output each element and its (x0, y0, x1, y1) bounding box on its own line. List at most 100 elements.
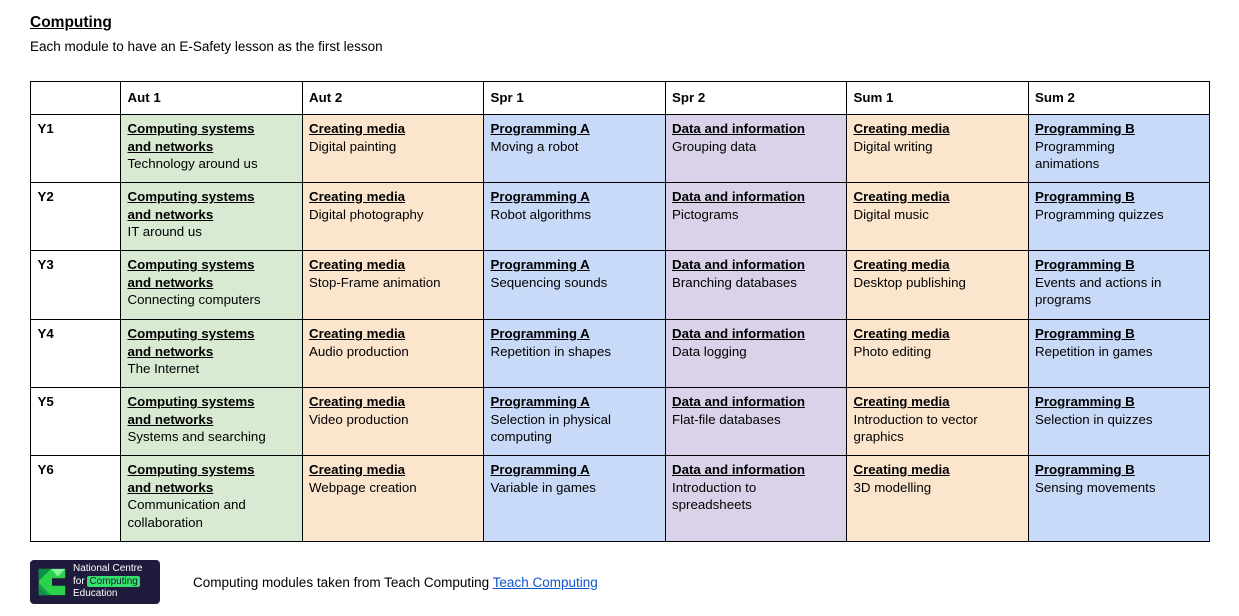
module-topic: Programming quizzes (1035, 206, 1164, 222)
module-topic: Variable in games (490, 479, 596, 495)
teach-computing-link[interactable]: Teach Computing (492, 574, 598, 590)
module-category: Programming B (1035, 326, 1135, 341)
module-topic: Photo editing (853, 343, 932, 359)
module-topic: Robot algorithms (490, 206, 592, 222)
logo-computing-highlight: Computing (87, 575, 140, 587)
module-category: Data and information (672, 121, 805, 136)
module-category: Computing systems and networks (127, 326, 255, 359)
module-topic: Selection in quizzes (1035, 411, 1153, 427)
module-category: Programming B (1035, 462, 1135, 477)
module-category: Programming A (490, 121, 590, 136)
module-topic: Digital photography (309, 206, 424, 222)
module-topic: Moving a robot (490, 138, 579, 154)
module-cell: Programming A Selection in physical compu… (483, 387, 666, 456)
footer-note: Computing modules taken from Teach Compu… (193, 575, 598, 590)
module-topic: Sensing movements (1035, 479, 1156, 495)
module-category: Creating media (853, 121, 950, 136)
corner-cell (30, 81, 121, 115)
module-topic: Repetition in games (1035, 343, 1153, 359)
term-column-header: Sum 1 (846, 81, 1029, 115)
module-category: Data and information (672, 326, 805, 341)
module-category: Programming B (1035, 394, 1135, 409)
module-topic: IT around us (127, 224, 202, 240)
year-label: Y3 (30, 250, 121, 320)
module-category: Programming B (1035, 121, 1135, 136)
module-category: Creating media (853, 394, 950, 409)
module-category: Creating media (853, 462, 950, 477)
module-cell: Programming B Programming animations (1027, 114, 1210, 183)
ncce-logo-icon (38, 568, 66, 596)
module-category: Creating media (309, 394, 406, 409)
module-topic: Video production (309, 411, 409, 427)
module-category: Programming A (490, 326, 590, 341)
module-topic: Webpage creation (309, 479, 417, 495)
module-topic: Selection in physical computing (490, 411, 611, 445)
module-category: Data and information (672, 189, 805, 204)
module-topic: Flat-file databases (672, 411, 781, 427)
module-category: Creating media (853, 257, 950, 272)
module-category: Programming A (490, 394, 590, 409)
logo-facet-dark2 (38, 586, 48, 596)
term-column-header: Spr 2 (664, 81, 847, 115)
ncce-logo-text: National Centre for Computing Education (73, 563, 142, 601)
module-topic: Digital painting (309, 138, 397, 154)
module-topic: Data logging (672, 343, 747, 359)
footer-note-text: Computing modules taken from Teach Compu… (193, 574, 493, 590)
term-column-header: Sum 2 (1027, 81, 1210, 115)
module-topic: Pictograms (672, 206, 739, 222)
module-topic: Systems and searching (127, 429, 266, 445)
module-cell: Programming B Programming quizzes (1027, 182, 1210, 251)
logo-line-2: for Computing (73, 575, 140, 587)
module-cell: Programming A Variable in games (483, 455, 666, 542)
module-cell: Programming B Sensing movements (1027, 455, 1210, 542)
module-topic: 3D modelling (853, 479, 932, 495)
module-cell: Programming B Selection in quizzes (1027, 387, 1210, 456)
module-topic: Audio production (309, 343, 409, 359)
module-topic: Desktop publishing (853, 274, 966, 290)
year-label: Y6 (30, 455, 121, 542)
module-topic: Introduction to vector graphics (853, 411, 978, 445)
page-subtitle: Each module to have an E-Safety lesson a… (30, 39, 383, 54)
module-topic: Programming animations (1035, 138, 1115, 172)
module-topic: Communication and collaboration (127, 497, 246, 530)
module-category: Computing systems and networks (127, 257, 255, 290)
module-category: Creating media (309, 326, 406, 341)
module-category: Programming B (1035, 189, 1135, 204)
module-cell: Programming A Moving a robot (483, 114, 666, 183)
module-cell: Creating media 3D modelling (846, 455, 1029, 542)
module-category: Creating media (309, 189, 406, 204)
year-label: Y1 (30, 114, 121, 183)
module-topic: Sequencing sounds (490, 274, 608, 290)
module-topic: Events and actions in programs (1035, 274, 1162, 308)
year-label: Y2 (30, 182, 121, 251)
logo-c-shape (38, 568, 66, 596)
module-topic: Digital music (853, 206, 929, 222)
module-category: Programming A (490, 462, 590, 477)
